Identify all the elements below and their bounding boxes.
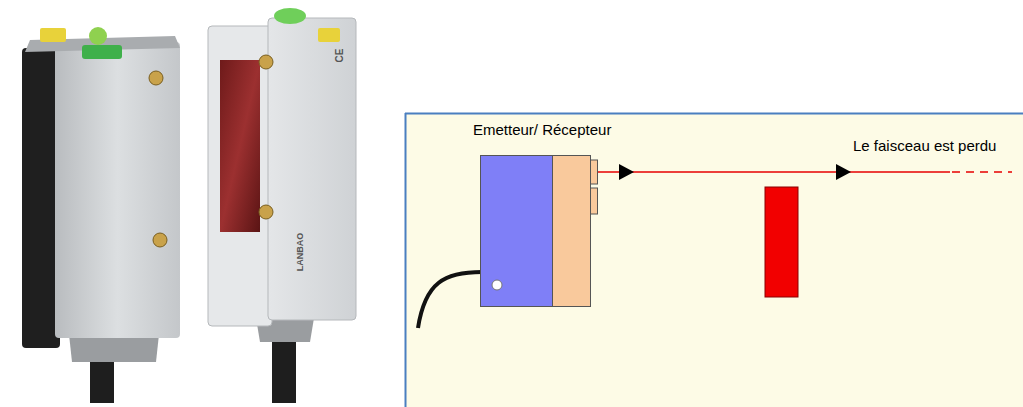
sensor-shape [480,155,598,307]
emitter-lens [591,160,598,184]
sensor-photo-right [208,8,356,403]
beam-note: Le faisceau est perdu [853,137,996,154]
product-marking: LANBAO [295,233,305,272]
sensor-cable [418,272,482,328]
sensor-front [553,156,591,307]
beam-arrowhead [619,164,634,180]
product-marking: CE [335,48,346,62]
sensor-screw [492,280,502,290]
beam-arrowhead [836,164,851,180]
node-heading: Emetteur/ Récepteur [473,121,611,138]
object [765,187,798,297]
panel-ground [405,113,1023,407]
light-beam [598,171,950,173]
sensor-body [481,156,553,307]
sensor-photo-left [22,27,180,403]
panel-border [405,113,1023,115]
panel-border [405,113,407,407]
receiver-lens [591,188,598,214]
sensor-box: Emetteur/ Récepteur [480,155,598,307]
light-beam-lost [952,171,1012,173]
